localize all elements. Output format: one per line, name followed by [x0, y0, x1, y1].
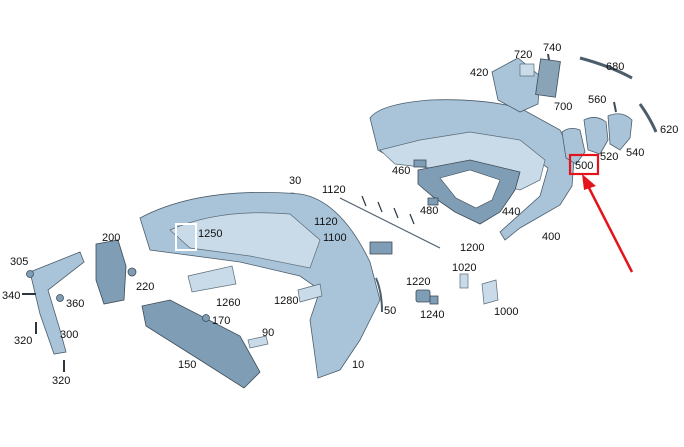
callout-340: 340	[2, 290, 20, 302]
bracket-1000[interactable]	[481, 279, 499, 305]
callout-520: 520	[600, 151, 618, 163]
clip-480[interactable]	[427, 197, 439, 206]
callout-680: 680	[606, 61, 624, 73]
callout-700: 700	[554, 101, 572, 113]
callout-1260: 1260	[216, 297, 240, 309]
callout-1220: 1220	[406, 276, 430, 288]
callout-1120-a: 1120	[322, 184, 346, 196]
callout-460: 460	[392, 165, 410, 177]
callout-1120-b: 1120	[314, 216, 338, 228]
callout-420: 420	[470, 67, 488, 79]
callout-740: 740	[543, 42, 561, 54]
callout-320-b: 320	[52, 375, 70, 387]
trim-620[interactable]	[638, 103, 658, 133]
callout-1000: 1000	[494, 306, 518, 318]
callout-50: 50	[384, 305, 396, 317]
callout-220: 220	[136, 281, 154, 293]
callout-1250: 1250	[198, 228, 222, 240]
callout-30: 30	[289, 175, 301, 187]
callout-540: 540	[626, 147, 644, 159]
highlight-arrow-shaft	[584, 181, 634, 273]
grille-700[interactable]	[535, 58, 561, 98]
callout-1100: 1100	[323, 232, 347, 244]
part-1020[interactable]	[459, 273, 469, 289]
strip-90[interactable]	[247, 335, 269, 349]
callout-500: 500	[575, 160, 593, 172]
bumper-cover-10-face	[169, 212, 321, 269]
bracket-200[interactable]	[95, 239, 127, 305]
callout-90: 90	[262, 327, 274, 339]
plate-area-1250[interactable]	[175, 223, 197, 251]
callout-320-a: 320	[14, 335, 32, 347]
callout-170: 170	[212, 315, 230, 327]
highlight-box-500	[568, 153, 600, 176]
part-1220[interactable]	[415, 289, 431, 303]
callout-400: 400	[542, 231, 560, 243]
clip-360[interactable]	[56, 294, 64, 302]
bumper-cover-400[interactable]	[369, 99, 575, 241]
callout-480: 480	[420, 205, 438, 217]
callout-150: 150	[178, 359, 196, 371]
callout-560: 560	[588, 94, 606, 106]
lamp-520[interactable]	[583, 117, 609, 155]
callout-300: 300	[60, 329, 78, 341]
clip-220[interactable]	[127, 267, 137, 277]
strip-1280[interactable]	[297, 283, 323, 303]
panel-1260[interactable]	[187, 265, 237, 293]
trim-strip-680[interactable]	[579, 56, 633, 80]
strip-50[interactable]	[375, 277, 383, 313]
module-1100[interactable]	[369, 241, 393, 255]
callout-440: 440	[502, 206, 520, 218]
clip-460[interactable]	[413, 159, 427, 168]
part-1240[interactable]	[429, 295, 439, 305]
callout-720: 720	[514, 49, 532, 61]
impact-beam-150[interactable]	[141, 299, 261, 389]
cover-720[interactable]	[519, 63, 535, 77]
callout-620: 620	[660, 124, 678, 136]
callout-305: 305	[10, 256, 28, 268]
callout-200: 200	[102, 232, 120, 244]
callout-360: 360	[66, 298, 84, 310]
callout-1240: 1240	[420, 309, 444, 321]
side-bracket-300[interactable]	[29, 251, 85, 355]
callout-1020: 1020	[452, 262, 476, 274]
clip-305[interactable]	[26, 270, 34, 278]
carrier-frame-440-window	[439, 169, 501, 209]
callout-1200: 1200	[460, 242, 484, 254]
harness-1120-upper[interactable]	[339, 197, 441, 249]
callout-10: 10	[352, 359, 364, 371]
callout-1280: 1280	[274, 295, 298, 307]
lamp-540[interactable]	[607, 113, 633, 151]
clip-170[interactable]	[202, 314, 210, 322]
harness-connectors	[361, 195, 415, 225]
screw-560[interactable]	[613, 101, 617, 113]
highlight-arrow-head	[582, 174, 596, 190]
